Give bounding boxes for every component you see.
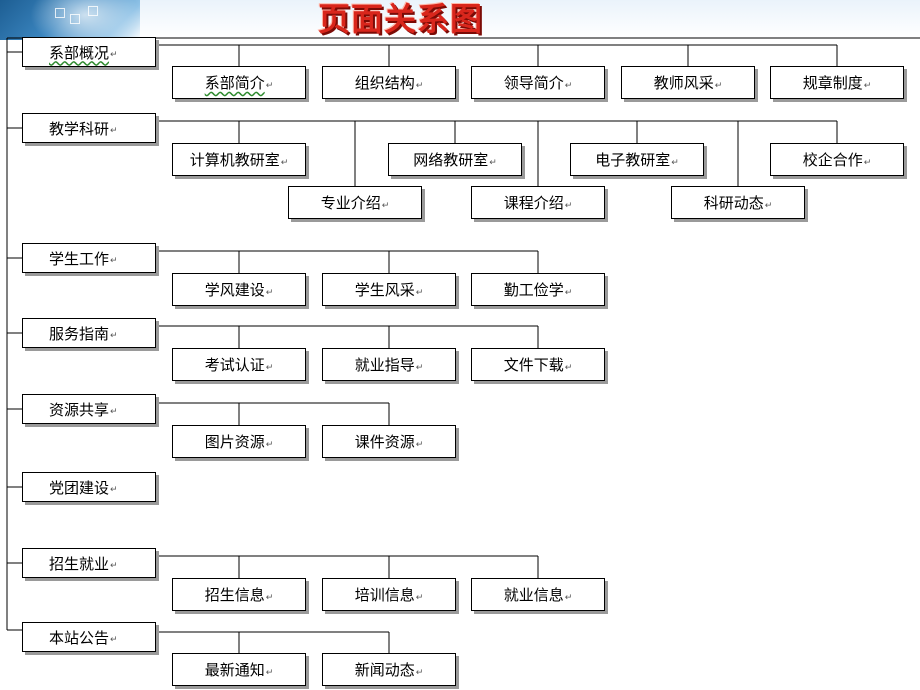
node-label: 学风建设: [204, 281, 265, 299]
node-keyan-dongtai[interactable]: 科研动态↵: [671, 186, 805, 219]
category-fuwu-zhinan[interactable]: 服务指南↵: [22, 318, 156, 348]
node-label: 教师风采: [653, 74, 714, 92]
category-label: 招生就业: [49, 554, 110, 573]
page-title: 页面关系图: [318, 0, 484, 38]
node-label: 学生风采: [354, 281, 415, 299]
node-jisuanji-jiaoyanshi[interactable]: 计算机教研室↵: [172, 143, 306, 176]
node-peixun-xinxi[interactable]: 培训信息↵: [322, 578, 456, 611]
node-label: 专业介绍: [320, 194, 381, 212]
node-label: 组织结构: [354, 74, 415, 92]
category-jiaoxue-keyan[interactable]: 教学科研↵: [22, 113, 156, 143]
node-label: 勤工俭学: [503, 281, 564, 299]
node-label: 最新通知: [204, 661, 265, 679]
category-xibu-gaikuang[interactable]: 系部概况↵: [22, 37, 156, 67]
node-kecheng-jieshao[interactable]: 课程介绍↵: [471, 186, 605, 219]
node-label: 电子教研室: [595, 151, 671, 169]
category-label: 本站公告: [49, 628, 110, 647]
node-zuzhi-jiegou[interactable]: 组织结构↵: [322, 66, 456, 99]
node-kaoshi-renzheng[interactable]: 考试认证↵: [172, 348, 306, 381]
node-xuefeng-jianshe[interactable]: 学风建设↵: [172, 273, 306, 306]
title-bar: [140, 0, 920, 38]
node-label: 课程介绍: [503, 194, 564, 212]
node-label: 课件资源: [354, 433, 415, 451]
node-xiaoqi-hezuo[interactable]: 校企合作↵: [770, 143, 904, 176]
node-kejian-ziyuan[interactable]: 课件资源↵: [322, 425, 456, 458]
node-label: 网络教研室: [413, 151, 489, 169]
node-jiuye-xinxi[interactable]: 就业信息↵: [471, 578, 605, 611]
node-label: 培训信息: [354, 586, 415, 604]
node-xinwen-dongtai[interactable]: 新闻动态↵: [322, 653, 456, 686]
node-label: 招生信息: [204, 586, 265, 604]
category-dangtuan-jianshe[interactable]: 党团建设↵: [22, 472, 156, 502]
category-ziyuan-gongxiang[interactable]: 资源共享↵: [22, 394, 156, 424]
node-label: 就业信息: [503, 586, 564, 604]
node-zhaosheng-xinxi[interactable]: 招生信息↵: [172, 578, 306, 611]
node-label: 新闻动态: [354, 661, 415, 679]
node-label: 领导简介: [503, 74, 564, 92]
node-label: 考试认证: [204, 356, 265, 374]
node-jiuye-zhidao[interactable]: 就业指导↵: [322, 348, 456, 381]
node-guizhang-zhidu[interactable]: 规章制度↵: [770, 66, 904, 99]
node-jiaoshi-fengcai[interactable]: 教师风采↵: [621, 66, 755, 99]
corner-decoration: [0, 0, 140, 40]
node-label: 就业指导: [354, 356, 415, 374]
node-label: 科研动态: [703, 194, 764, 212]
category-label: 教学科研: [49, 119, 110, 138]
node-wenjian-xiazai[interactable]: 文件下载↵: [471, 348, 605, 381]
node-wangluo-jiaoyanshi[interactable]: 网络教研室↵: [388, 143, 522, 176]
category-label: 资源共享: [49, 400, 110, 419]
node-label: 系部简介: [204, 74, 265, 92]
node-label: 文件下载: [503, 356, 564, 374]
node-zuixin-tongzhi[interactable]: 最新通知↵: [172, 653, 306, 686]
category-zhaosheng-jiuye[interactable]: 招生就业↵: [22, 548, 156, 578]
category-benzhan-gonggao[interactable]: 本站公告↵: [22, 622, 156, 652]
node-lingdao-jianjie[interactable]: 领导简介↵: [471, 66, 605, 99]
category-label: 服务指南: [49, 324, 110, 343]
category-label: 系部概况: [49, 43, 110, 62]
category-label: 学生工作: [49, 249, 110, 268]
node-dianzi-jiaoyanshi[interactable]: 电子教研室↵: [570, 143, 704, 176]
node-zhuanye-jieshao[interactable]: 专业介绍↵: [288, 186, 422, 219]
node-xuesheng-fengcai[interactable]: 学生风采↵: [322, 273, 456, 306]
category-label: 党团建设: [49, 478, 110, 497]
node-label: 规章制度: [802, 74, 863, 92]
node-label: 校企合作: [802, 151, 863, 169]
node-label: 图片资源: [204, 433, 265, 451]
category-xuesheng-gongzuo[interactable]: 学生工作↵: [22, 243, 156, 273]
node-qingong-jianxue[interactable]: 勤工俭学↵: [471, 273, 605, 306]
node-label: 计算机教研室: [189, 151, 280, 169]
node-tupian-ziyuan[interactable]: 图片资源↵: [172, 425, 306, 458]
node-xibu-jianjie[interactable]: 系部简介↵: [172, 66, 306, 99]
